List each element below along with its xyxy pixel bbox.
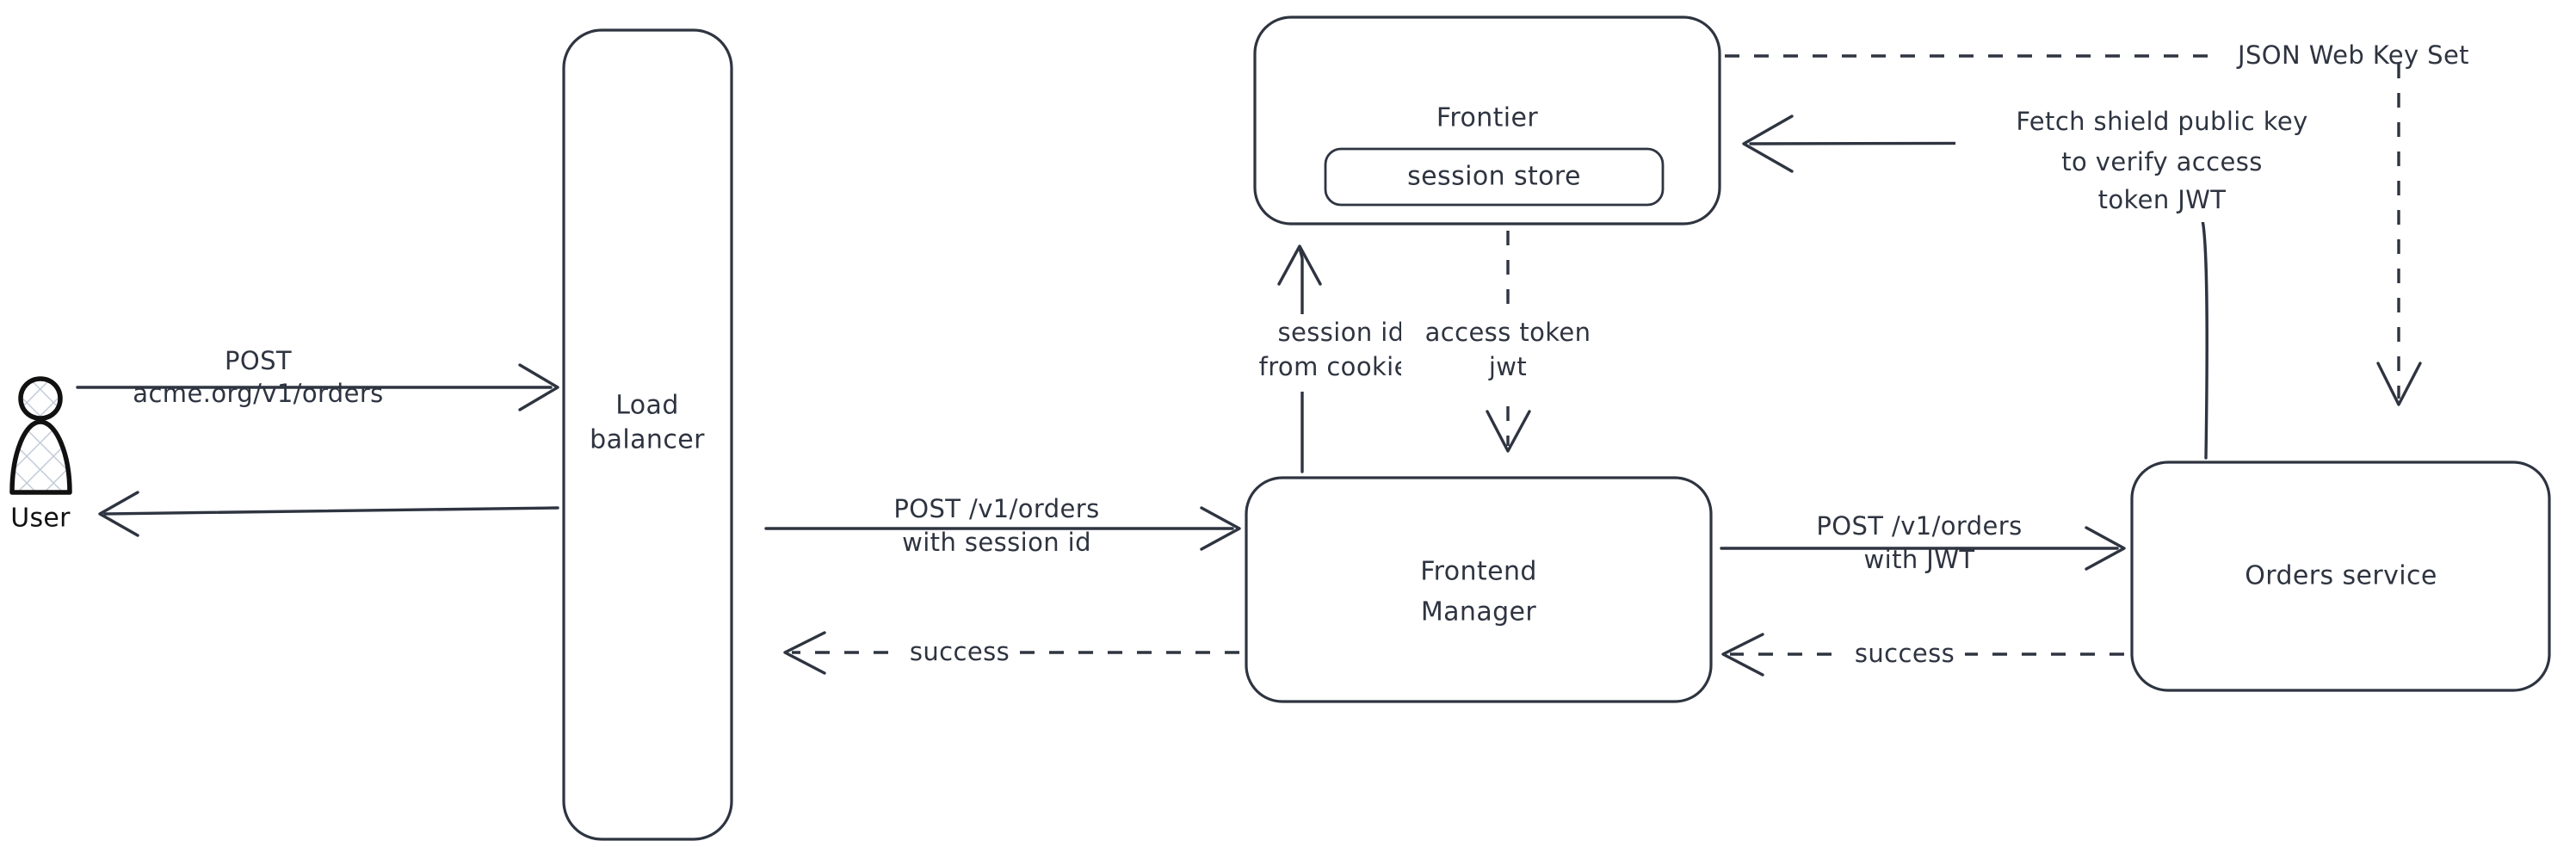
node-load-balancer-label-1: Load [615,391,679,421]
node-frontier[interactable]: Frontier session store [1253,15,1721,226]
edge-label-line-1: POST /v1/orders [1816,511,2022,541]
label-backdrop [900,635,1019,671]
label-backdrop [1401,314,1616,392]
edge-label-line-2: with session id [902,528,1091,557]
edge-label-line-1: POST /v1/orders [893,494,1099,523]
node-load-balancer[interactable]: Load balancer [562,28,733,841]
edge-line [103,506,559,516]
edge-frontend-manager-to-orders-service[interactable]: POST /v1/orders with JWT [1720,511,2126,574]
label-backdrop [1844,637,1965,672]
edge-load-balancer-to-frontend-manager[interactable]: POST /v1/orders with session id [764,494,1241,557]
edge-label-line-2: to verify access [2061,147,2263,176]
label-backdrop [1955,102,2360,222]
edge-label-line-1: Fetch shield public key [2016,107,2307,136]
arrow-head-right-icon [1200,506,1241,551]
arrow-head-right-icon [518,363,559,411]
edge-label-line-1: session id [1277,318,1404,347]
node-load-balancer-label-2: balancer [590,425,705,455]
edge-user-to-load-balancer[interactable]: POST acme.org/v1/orders [76,346,559,411]
edge-label-line-2: from cookies [1259,352,1424,381]
arrow-head-up-icon [1277,244,1322,286]
edge-jwks[interactable]: JSON Web Key Set [1725,40,2469,406]
node-orders-service-label: Orders service [2245,561,2437,591]
arrow-head-right-icon [2085,526,2126,571]
user-icon [18,376,63,421]
edge-frontend-manager-to-load-balancer[interactable]: success [783,631,1239,675]
orders-service-box [2130,461,2551,692]
edge-label-line-1: access token [1425,318,1591,347]
edge-label-line-2: acme.org/v1/orders [133,379,383,408]
edge-label-line-2: jwt [1488,352,1527,381]
edge-label-line-3: token JWT [2098,185,2227,214]
edge-label: JSON Web Key Set [2236,40,2469,70]
node-frontend-manager[interactable]: Frontend Manager [1245,476,1713,703]
arrow-head-left-icon [98,491,139,537]
load-balancer-box [562,28,733,841]
edge-orders-service-to-frontier[interactable]: Fetch shield public key to verify access… [1742,102,2360,460]
edge-frontier-to-frontend-manager[interactable]: access token jwt [1401,231,1616,453]
edge-label-line-2: with JWT [1864,545,1975,574]
edge-label-line-1: POST [225,346,292,375]
session-store-box[interactable] [1324,147,1665,207]
arrow-head-left-icon [1721,633,1764,677]
edge-load-balancer-to-user[interactable] [98,491,559,537]
node-user[interactable]: User [9,376,72,534]
frontend-manager-box [1245,476,1713,703]
node-user-label: User [10,504,71,534]
edge-label: success [1855,639,1955,668]
node-frontier-label: Frontier [1436,103,1538,133]
edge-line [1298,246,1304,473]
edge-orders-service-to-frontend-manager[interactable]: success [1721,633,2124,677]
arrow-head-down-icon [1486,410,1531,453]
node-orders-service[interactable]: Orders service [2130,461,2551,692]
edge-label: success [910,637,1010,666]
node-frontend-manager-label-2: Manager [1421,597,1537,628]
arrow-head-left-icon [1742,114,1794,173]
arrow-head-down-icon [2376,362,2422,406]
arrow-head-left-icon [783,631,826,675]
node-frontend-manager-label-1: Frontend [1420,557,1537,587]
user-body-icon [9,419,72,495]
node-session-store-label: session store [1407,162,1581,192]
